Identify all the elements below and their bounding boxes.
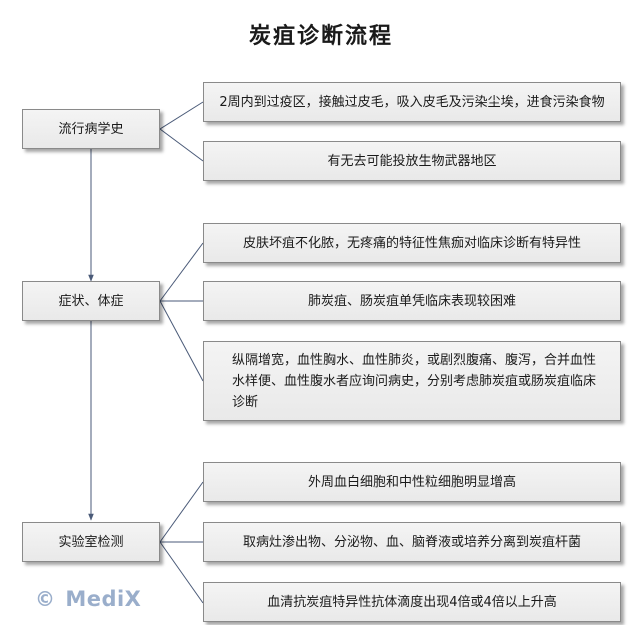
copyright-icon: © — [35, 587, 56, 611]
category-epidemiology-box: 流行病学史 — [22, 109, 160, 149]
detail-box: 有无去可能投放生物武器地区 — [203, 141, 621, 181]
category-label: 实验室检测 — [58, 534, 124, 550]
category-label: 症状、体症 — [58, 293, 124, 309]
detail-box: 肺炭疽、肠炭疽单凭临床表现较困难 — [203, 281, 621, 321]
detail-box: 纵隔增宽，血性胸水、血性肺炎，或剧烈腹痛、腹泻，合并血性水样便、血性腹水者应询问… — [203, 341, 621, 421]
detail-text: 肺炭疽、肠炭疽单凭临床表现较困难 — [307, 293, 516, 309]
detail-text: 纵隔增宽，血性胸水、血性肺炎，或剧烈腹痛、腹泻，合并血性水样便、血性腹水者应询问… — [232, 352, 597, 410]
detail-box: 血清抗炭疽特异性抗体滴度出现4倍或4倍以上升高 — [203, 582, 621, 622]
branch-line — [159, 101, 204, 130]
branch-line — [159, 300, 204, 382]
page-title: 炭疽诊断流程 — [248, 23, 393, 49]
branch-line — [159, 481, 204, 543]
detail-box: 取病灶渗出物、分泌物、血、脑脊液或培养分离到炭疽杆菌 — [203, 522, 621, 562]
category-label: 流行病学史 — [58, 121, 124, 137]
detail-text: 取病灶渗出物、分泌物、血、脑脊液或培养分离到炭疽杆菌 — [242, 534, 581, 550]
detail-text: 有无去可能投放生物武器地区 — [327, 153, 497, 169]
medix-watermark: © MediX — [35, 587, 141, 611]
detail-text: 2周内到过疫区，接触过皮毛，吸入皮毛及污染尘埃，进食污染食物 — [219, 94, 605, 110]
branch-line — [159, 242, 204, 302]
detail-text: 皮肤坏疽不化脓，无疼痛的特征性焦痂对临床诊断有特异性 — [242, 235, 581, 251]
branch-line — [159, 128, 204, 162]
watermark-text: MediX — [65, 587, 142, 611]
detail-text: 血清抗炭疽特异性抗体滴度出现4倍或4倍以上升高 — [267, 594, 557, 610]
detail-box: 2周内到过疫区，接触过皮毛，吸入皮毛及污染尘埃，进食污染食物 — [203, 82, 621, 122]
category-symptoms-box: 症状、体症 — [22, 281, 160, 321]
detail-box: 外周血白细胞和中性粒细胞明显增高 — [203, 462, 621, 502]
category-lab-tests-box: 实验室检测 — [22, 522, 160, 562]
detail-box: 皮肤坏疽不化脓，无疼痛的特征性焦痂对临床诊断有特异性 — [203, 223, 621, 263]
detail-text: 外周血白细胞和中性粒细胞明显增高 — [307, 474, 516, 490]
branch-line — [159, 541, 204, 604]
